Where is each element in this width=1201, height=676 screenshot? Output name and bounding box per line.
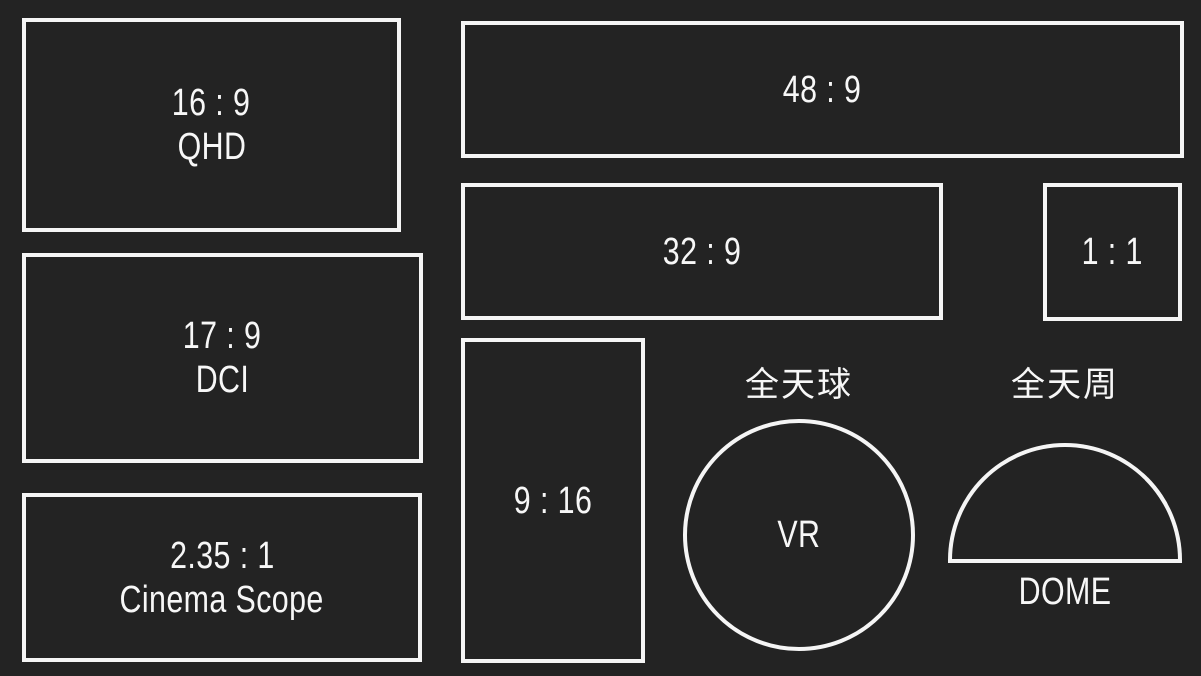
ratio-label-1-1: 1 : 1 xyxy=(1081,231,1144,273)
format-label-dome-text: DOME xyxy=(1018,571,1112,613)
vr-title-full-sphere: 全天球 xyxy=(745,366,853,404)
aspect-box-2-35-1-cinema-scope: 2.35 : 1 Cinema Scope xyxy=(22,493,422,662)
format-label-dci: DCI xyxy=(195,359,250,401)
ratio-label-9-16: 9 : 16 xyxy=(513,479,593,522)
ratio-label-16-9: 16 : 9 xyxy=(172,82,251,124)
dome-title-full-panorama: 全天周 xyxy=(1011,366,1119,404)
format-label-qhd: QHD xyxy=(177,126,246,168)
aspect-circle-vr: VR xyxy=(683,419,915,651)
format-label-dome: DOME xyxy=(948,570,1182,614)
aspect-box-9-16: 9 : 16 xyxy=(461,338,645,663)
aspect-box-1-1: 1 : 1 xyxy=(1043,183,1182,321)
format-label-cinema-scope: Cinema Scope xyxy=(119,578,325,621)
aspect-box-17-9-dci: 17 : 9 DCI xyxy=(22,253,423,463)
ratio-label-2-35-1: 2.35 : 1 xyxy=(169,534,275,577)
aspect-box-48-9: 48 : 9 xyxy=(461,21,1184,158)
ratio-label-17-9: 17 : 9 xyxy=(183,315,262,357)
ratio-label-48-9: 48 : 9 xyxy=(783,68,862,111)
aspect-box-32-9: 32 : 9 xyxy=(461,183,943,320)
aspect-dome-semicircle xyxy=(948,443,1182,563)
ratio-label-32-9: 32 : 9 xyxy=(662,230,742,273)
format-label-vr: VR xyxy=(777,514,821,556)
aspect-box-16-9-qhd: 16 : 9 QHD xyxy=(22,18,401,232)
